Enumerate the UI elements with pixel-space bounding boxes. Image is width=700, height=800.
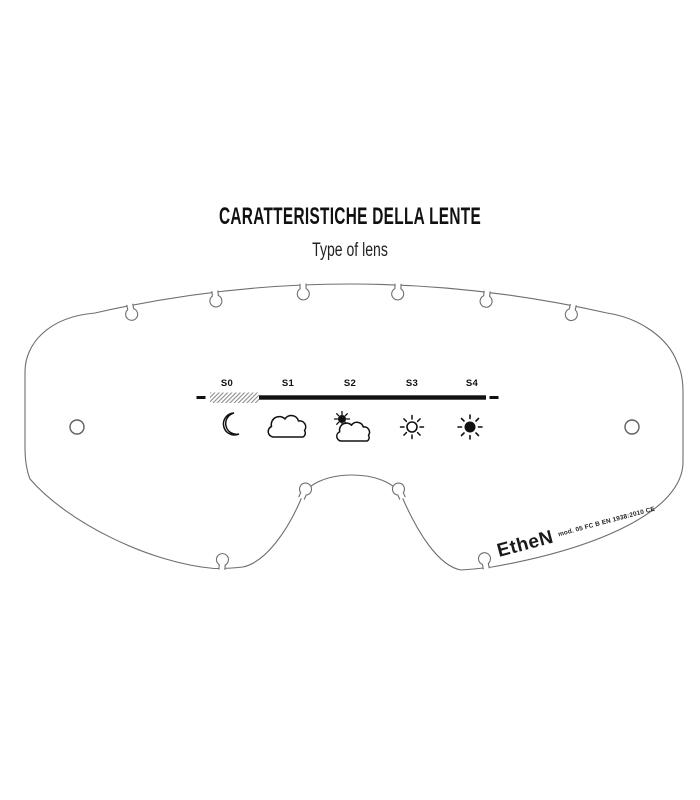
scale-label-s0: S0 xyxy=(221,378,233,389)
sun-filled-icon xyxy=(457,414,483,440)
page-title: CARATTERISTICHE DELLA LENTE xyxy=(218,203,482,230)
scale-label-s3: S3 xyxy=(406,378,418,389)
tint-scale: S0 S1 S2 S3 S4 xyxy=(196,378,499,403)
scale-bar-s0-hatched xyxy=(210,392,259,403)
diagram-header: CARATTERISTICHE DELLA LENTE Type of lens xyxy=(0,203,700,262)
scale-bar-dash-left xyxy=(196,396,206,399)
lens-pin-hole-right xyxy=(624,419,640,435)
lens-pin-hole-left xyxy=(69,419,85,435)
sun-behind-cloud-icon xyxy=(333,410,371,442)
cloud-icon xyxy=(267,414,307,438)
page-subtitle: Type of lens xyxy=(312,239,388,261)
tint-scale-icons xyxy=(222,410,483,442)
sun-outline-icon xyxy=(399,414,425,440)
scale-bar-dash-right xyxy=(489,396,499,399)
scale-label-s1: S1 xyxy=(282,378,295,389)
scale-label-s4: S4 xyxy=(466,378,479,389)
scale-label-s2: S2 xyxy=(344,378,356,389)
scale-bar-solid xyxy=(259,395,486,400)
moon-icon xyxy=(222,412,240,436)
